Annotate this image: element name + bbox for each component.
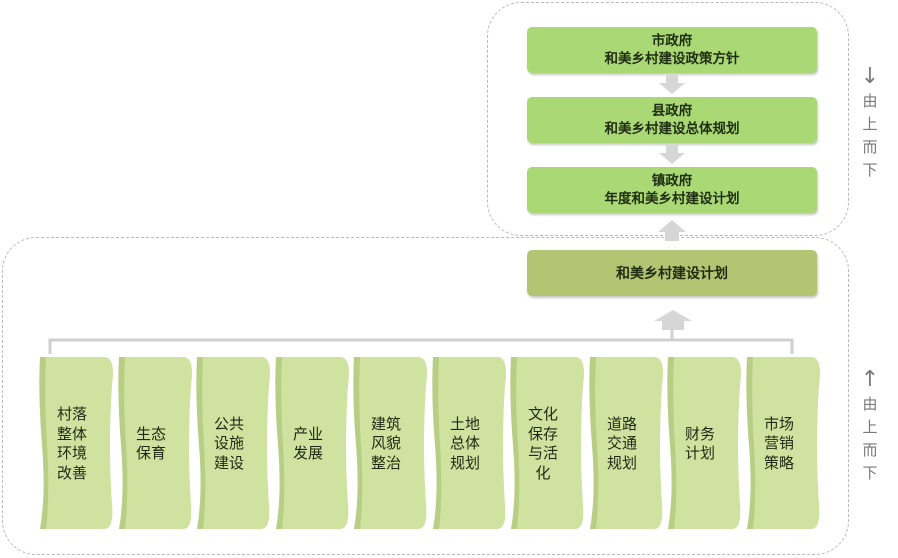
side-char: 上: [862, 115, 878, 133]
side-char: 上: [862, 418, 878, 436]
side-char: 下: [862, 161, 878, 179]
side-char: 由: [862, 395, 878, 413]
topic-column: 产业 发展: [270, 355, 350, 531]
topic-column: 土地 总体 规划: [427, 355, 507, 531]
level-name: 镇政府: [651, 173, 693, 189]
topic-column: 道路 交通 规划: [584, 355, 664, 531]
down-arrow-icon: [659, 75, 685, 94]
column-shape: [353, 357, 427, 529]
down-arrow-icon: ↓: [860, 64, 880, 89]
level-box-town: 镇政府 年度和美乡村建设计划: [527, 167, 817, 213]
column-label: 生态 保育: [135, 424, 166, 463]
level-name: 县政府: [651, 103, 693, 119]
side-char: 由: [862, 92, 878, 110]
column-shape: [589, 357, 663, 529]
column-shape: [746, 357, 820, 529]
up-arrow-icon: ↑: [860, 367, 880, 392]
column-shape: [118, 357, 192, 529]
side-char: 而: [862, 441, 878, 459]
level-plan: 年度和美乡村建设计划: [604, 191, 740, 207]
column-shape: [510, 357, 584, 529]
side-char: 下: [862, 464, 878, 482]
column-shape: [432, 357, 506, 529]
plan-box-label: 和美乡村建设计划: [616, 266, 728, 282]
column-label: 村落 整体 环境 改善: [56, 405, 87, 482]
side-char: 而: [862, 138, 878, 156]
column-label: 建筑 风貌 整治: [370, 414, 401, 472]
level-box-city: 市政府 和美乡村建设政策方针: [527, 27, 817, 73]
side-label-top: ↓ 由 上 而 下: [858, 64, 882, 182]
side-label-bottom: ↑ 由 上 而 下: [858, 367, 882, 485]
up-arrow-icon: [658, 220, 686, 241]
bottom-dashed-group: [2, 237, 849, 555]
up-arrow-icon: [654, 310, 692, 330]
level-name: 市政府: [651, 33, 693, 49]
column-label: 文化 保存 与活 化: [527, 405, 558, 482]
level-box-county: 县政府 和美乡村建设总体规划: [527, 97, 817, 143]
column-label: 财务 计划: [684, 424, 715, 463]
column-shape: [196, 357, 270, 529]
column-shape: [275, 357, 349, 529]
topic-column: 文化 保存 与活 化: [505, 355, 585, 531]
topic-column: 村落 整体 环境 改善: [34, 355, 114, 531]
topic-column: 财务 计划: [662, 355, 742, 531]
level-plan: 和美乡村建设总体规划: [604, 121, 740, 137]
topic-column: 生态 保育: [113, 355, 193, 531]
column-shape: [39, 357, 114, 529]
connector-bracket: [48, 330, 794, 354]
topic-column: 市场 营销 策略: [741, 355, 821, 531]
column-label: 产业 发展: [292, 424, 323, 463]
column-shape: [667, 357, 741, 529]
village-plan-box: 和美乡村建设计划: [527, 250, 817, 296]
down-arrow-icon: [659, 145, 685, 164]
column-label: 道路 交通 规划: [606, 414, 637, 472]
column-label: 土地 总体 规划: [449, 414, 480, 472]
column-label: 市场 营销 策略: [763, 414, 794, 472]
level-plan: 和美乡村建设政策方针: [604, 51, 740, 67]
column-label: 公共 设施 建设: [213, 414, 244, 472]
topic-column: 建筑 风貌 整治: [348, 355, 428, 531]
topic-column: 公共 设施 建设: [191, 355, 271, 531]
